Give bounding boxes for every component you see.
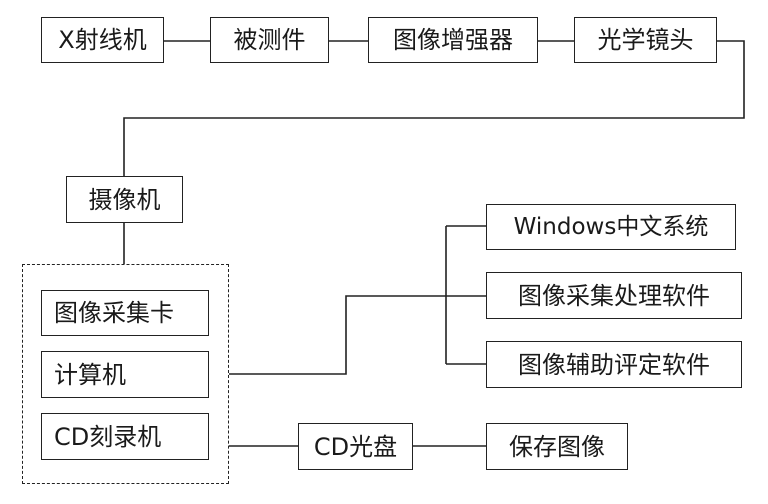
cd-disc-node: CD光盘 — [298, 423, 413, 470]
computer-node: 计算机 — [41, 351, 209, 398]
xray-machine-node: X射线机 — [41, 17, 164, 63]
optical-lens-node: 光学镜头 — [574, 17, 717, 63]
image-evaluation-software-node: 图像辅助评定软件 — [486, 341, 742, 388]
image-intensifier-node: 图像增强器 — [368, 17, 538, 63]
capture-card-node: 图像采集卡 — [41, 290, 209, 336]
specimen-node: 被测件 — [210, 17, 329, 63]
connector-lens-camera — [123, 40, 745, 176]
windows-system-node: Windows中文系统 — [486, 204, 736, 250]
image-processing-software-node: 图像采集处理软件 — [486, 272, 742, 319]
capture-group-frame — [22, 264, 229, 484]
cd-burner-node: CD刻录机 — [41, 413, 209, 460]
camera-node: 摄像机 — [66, 176, 183, 223]
save-image-node: 保存图像 — [486, 423, 628, 470]
connector-computer-software — [229, 295, 486, 375]
